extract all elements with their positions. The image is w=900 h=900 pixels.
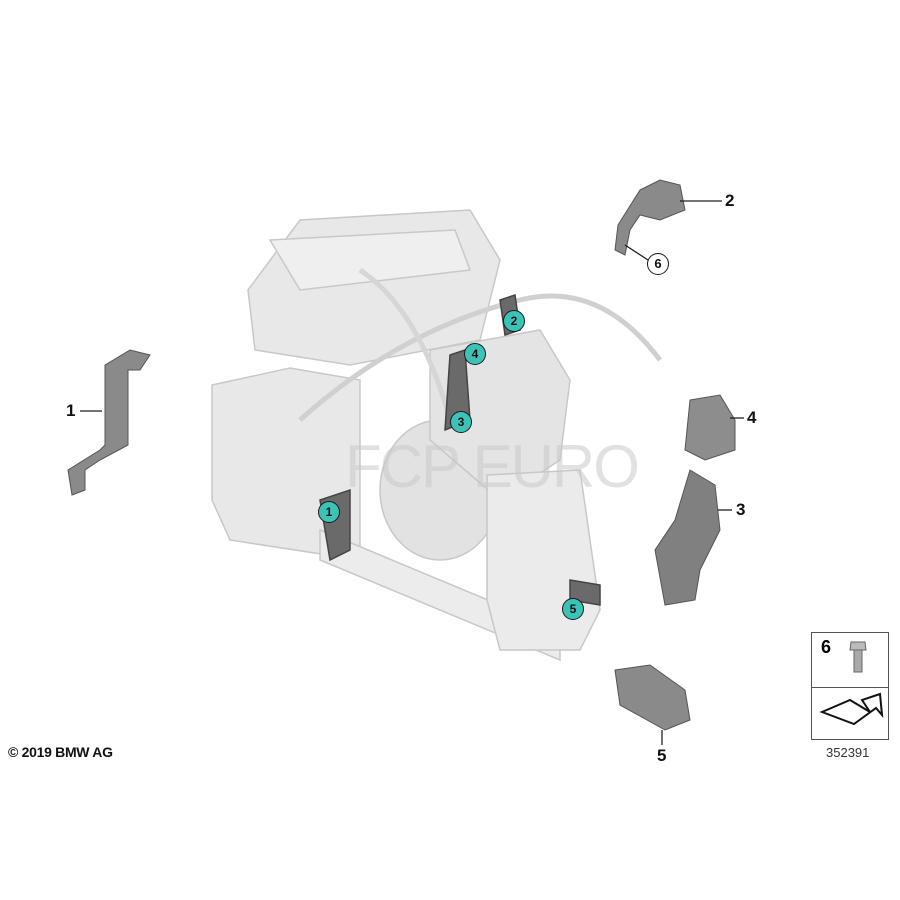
legend-part-number: 6 (821, 637, 832, 657)
watermark: FCP EURO (345, 433, 640, 500)
drive-unit-assembly (211, 209, 662, 662)
bracket-part-5[interactable] (614, 664, 691, 731)
copyright: © 2019 BMW AG (8, 744, 113, 760)
bracket-part-1[interactable] (67, 349, 151, 496)
callout-6[interactable]: 6 (647, 253, 669, 275)
callout-1[interactable]: 1 (318, 501, 340, 523)
callout-2[interactable]: 2 (503, 310, 525, 332)
part-label-4[interactable]: 4 (747, 408, 757, 427)
callout-4[interactable]: 4 (464, 343, 486, 365)
part-label-3[interactable]: 3 (736, 500, 746, 519)
bracket-part-3[interactable] (654, 469, 721, 606)
part-label-2[interactable]: 2 (725, 191, 735, 210)
part-label-1[interactable]: 1 (66, 401, 76, 420)
callout-5[interactable]: 5 (562, 598, 584, 620)
bracket-part-4[interactable] (684, 394, 736, 461)
legend-divider (812, 687, 888, 688)
bracket-part-2[interactable] (614, 179, 686, 256)
legend-box: 6 (811, 632, 889, 740)
part-label-5[interactable]: 5 (657, 746, 667, 765)
leader-lines (80, 200, 744, 745)
reference-number: 352391 (826, 745, 870, 760)
bolt-icon (849, 641, 867, 673)
direction-arrow-icon (819, 692, 884, 726)
callout-3[interactable]: 3 (450, 411, 472, 433)
